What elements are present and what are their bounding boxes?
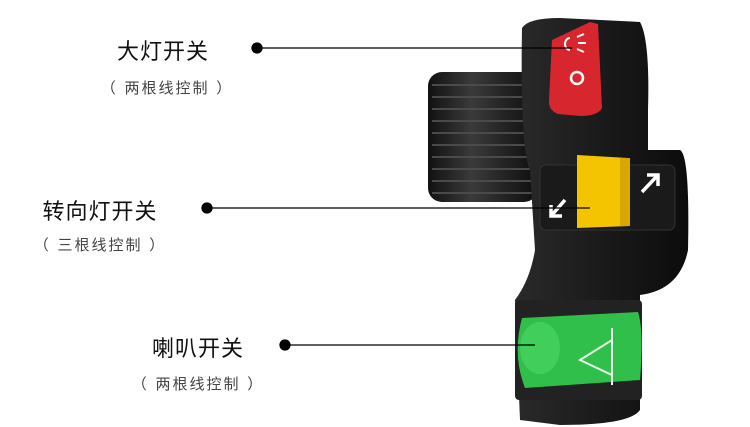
horn-switch-note: （ 两根线控制 ） (131, 375, 265, 393)
knurled-knob (428, 72, 538, 202)
horn-icon (577, 328, 613, 385)
headlight-button[interactable] (548, 22, 602, 116)
headlight-icon (564, 33, 586, 53)
arrow-right-icon (640, 173, 660, 194)
off-icon (569, 70, 585, 86)
horn-switch-label: 喇叭开关 (151, 337, 245, 362)
headlight-switch-label: 大灯开关 (116, 40, 210, 65)
headlight-switch-note: （ 两根线控制 ） (100, 79, 234, 97)
turn-signal-button[interactable] (577, 155, 630, 228)
turn-signal-switch-label: 转向灯开关 (42, 200, 158, 225)
callout-lines (201, 42, 590, 351)
horn-button[interactable] (517, 312, 642, 388)
turn-signal-switch-note: （ 三根线控制 ） (33, 236, 167, 254)
